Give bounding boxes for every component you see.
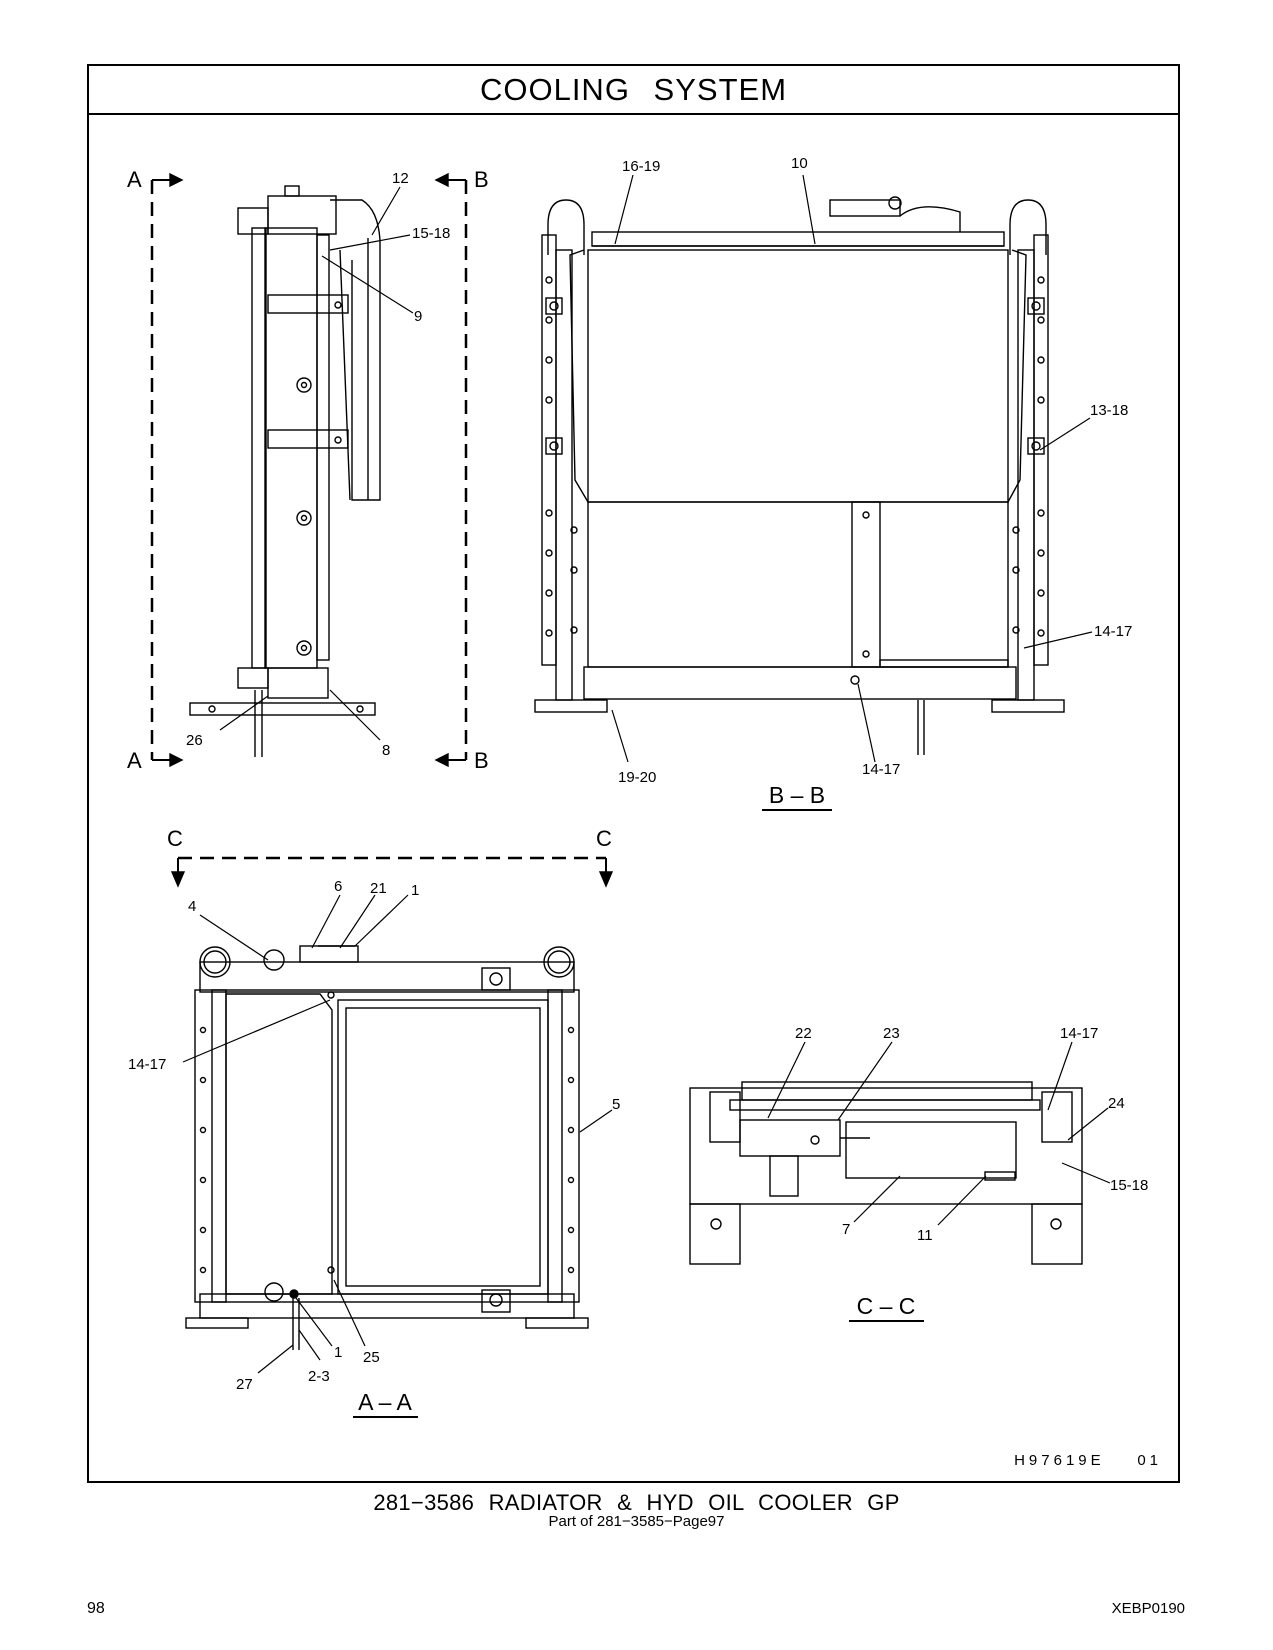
view-cc-labels: 22 23 14-17 24 15-18 7 11 C – C [795,1025,1148,1319]
drawing-frame: COOLING SYSTEM H97619E 01 [87,64,1180,1483]
section-marker: A [127,167,142,192]
side-view-labels: A B A B 12 15-18 9 26 8 [127,167,489,773]
caption-main: 281−3586 RADIATOR & HYD OIL COOLER GP [373,1490,900,1515]
page-title: COOLING SYSTEM [89,66,1178,115]
view-cc [689,1081,1083,1265]
view-bb-labels: 16-19 10 13-18 14-17 19-20 14-17 B – B [618,155,1132,808]
callout: 4 [188,898,196,915]
callout: 21 [370,880,387,897]
side-view [150,172,468,768]
callout: 23 [883,1025,900,1042]
callout: 8 [382,742,390,759]
callout: 6 [334,878,342,895]
callout: 15-18 [412,225,450,242]
section-label: A – A [358,1389,412,1415]
leader-lines [182,174,1111,1374]
section-marker: B [474,748,489,773]
callout: 1 [334,1344,342,1361]
figure-caption: 281−3586 RADIATOR & HYD OIL COOLER GP Pa… [0,1490,1273,1530]
document-id: XEBP0190 [1111,1600,1185,1617]
callout: 7 [842,1221,850,1238]
view-bb [534,196,1065,755]
callout: 9 [414,308,422,325]
callout: 11 [917,1227,933,1244]
callout: 19-20 [618,769,656,786]
callout: 15-18 [1110,1177,1148,1194]
section-marker: A [127,748,142,773]
callout: 14-17 [862,761,900,778]
callout: 1 [411,882,419,899]
callout: 5 [612,1096,620,1113]
section-marker: B [474,167,489,192]
callout: 13-18 [1090,402,1128,419]
callout: 26 [186,732,203,749]
section-marker: C [167,826,183,851]
callout: 12 [392,170,409,187]
section-label: B – B [769,782,825,808]
drawing-id: H97619E 01 [1014,1452,1162,1469]
callout: 27 [236,1376,253,1393]
view-aa [170,856,614,1350]
callout: 25 [363,1349,380,1366]
callout: 2-3 [308,1368,330,1385]
page-number: 98 [87,1600,105,1617]
view-aa-labels: C C 6 21 1 4 14-17 5 1 25 2-3 27 A – A [128,826,620,1415]
caption-sub: Part of 281−3585−Page97 [548,1513,725,1530]
callout: 14-17 [1060,1025,1098,1042]
section-label: C – C [857,1293,916,1319]
callout: 24 [1108,1095,1125,1112]
callout: 16-19 [622,158,660,175]
section-marker: C [596,826,612,851]
callout: 14-17 [128,1056,166,1073]
callout: 22 [795,1025,812,1042]
callout: 14-17 [1094,623,1132,640]
callout: 10 [791,155,808,172]
